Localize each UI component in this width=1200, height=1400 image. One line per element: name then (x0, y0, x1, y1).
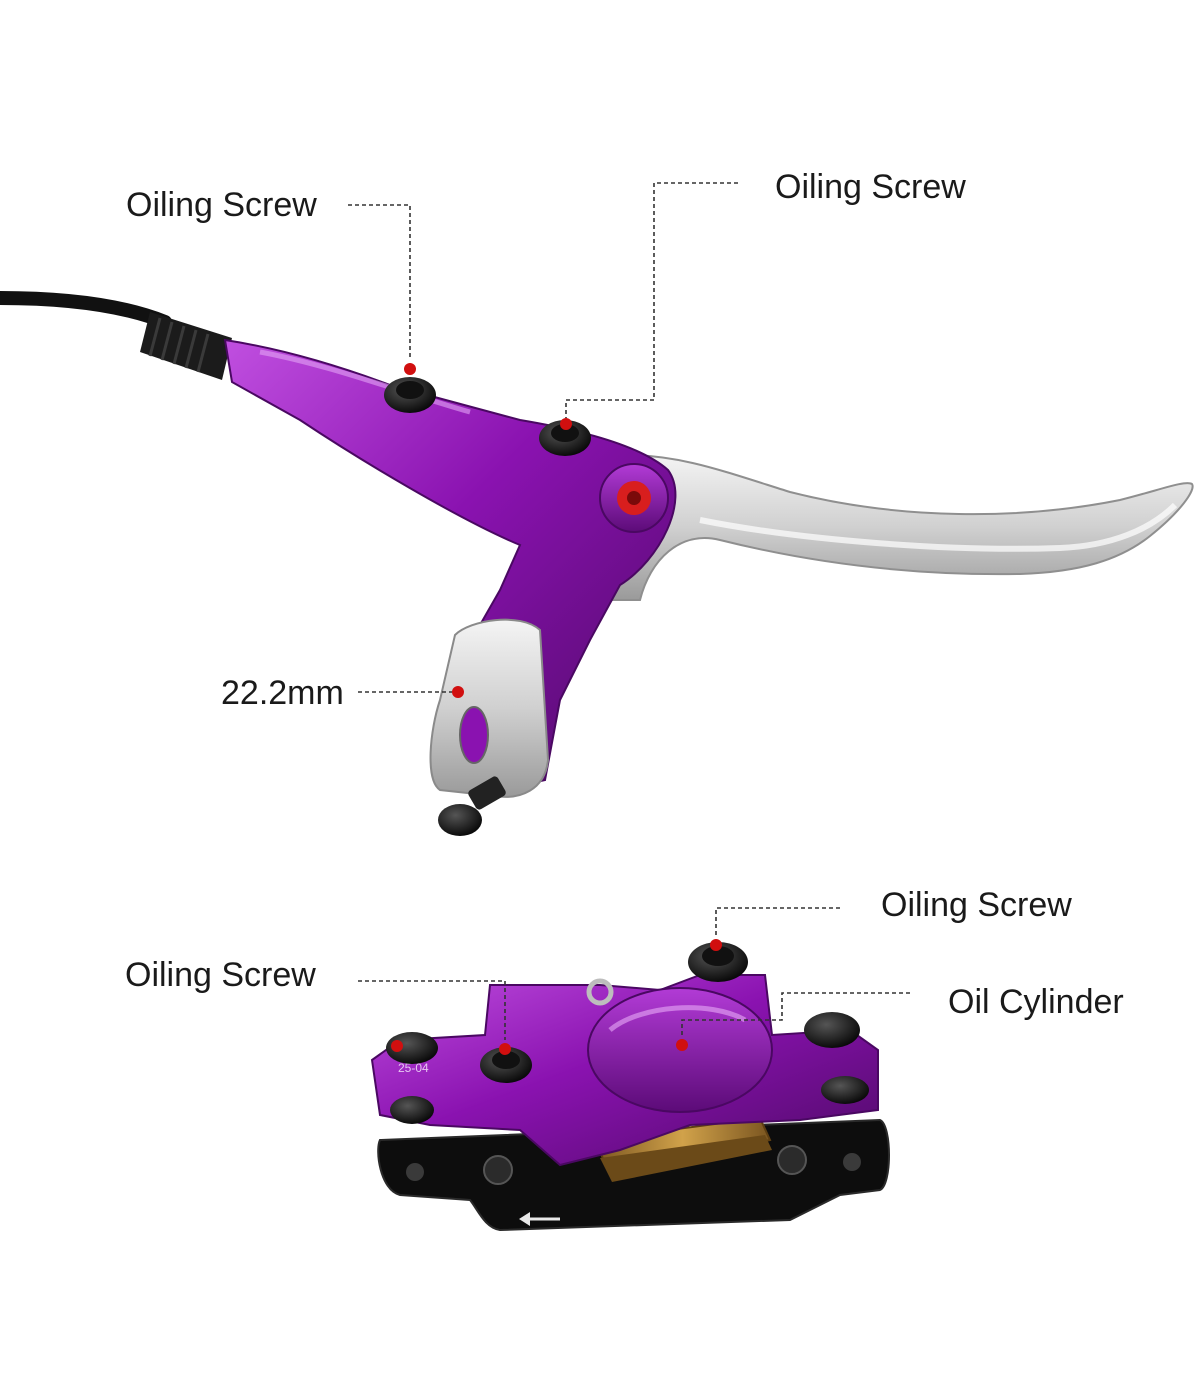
lever-oiling-screw-right-icon (539, 420, 591, 456)
oil-cylinder-label: Oil Cylinder (948, 983, 1124, 1021)
marker-dot (560, 418, 572, 430)
direction-arrow-icon (519, 1212, 560, 1226)
hose-boot (140, 312, 232, 380)
marker-dot (676, 1039, 688, 1051)
marker-dots (391, 363, 722, 1055)
lever-oiling-screw-left-label: Oiling Screw (126, 186, 317, 224)
caliper-oiling-screw-top-icon (688, 942, 748, 982)
clamp-bolt-icon (438, 776, 506, 836)
bleed-nipple-icon (586, 978, 614, 1006)
leader-lines (348, 182, 910, 1040)
brake-lever-assembly (0, 291, 1194, 836)
hydraulic-hose (0, 291, 172, 329)
handlebar-clamp (429, 618, 550, 798)
lever-blade (603, 453, 1194, 601)
caliper-oiling-screw-top-label: Oiling Screw (881, 886, 1072, 924)
clamp-diameter-label: 22.2mm (221, 674, 344, 712)
marker-dot (391, 1040, 403, 1052)
marker-dot (499, 1043, 511, 1055)
caliper-stamp: 25-04 (398, 1061, 429, 1075)
caliper-bolt-left-outer-icon (386, 1032, 438, 1124)
caliper-bolt-right-outer-icon (804, 1012, 869, 1104)
brake-caliper-assembly: 25-04 (370, 942, 890, 1232)
marker-dot (404, 363, 416, 375)
marker-dot (452, 686, 464, 698)
caliper-oiling-screw-left-icon (480, 1047, 532, 1083)
caliper-oiling-screw-left-label: Oiling Screw (125, 956, 316, 994)
lever-oiling-screw-left-icon (384, 377, 436, 413)
lever-oiling-screw-right-label: Oiling Screw (775, 168, 966, 206)
brake-pads (593, 1116, 772, 1182)
marker-dot (710, 939, 722, 951)
